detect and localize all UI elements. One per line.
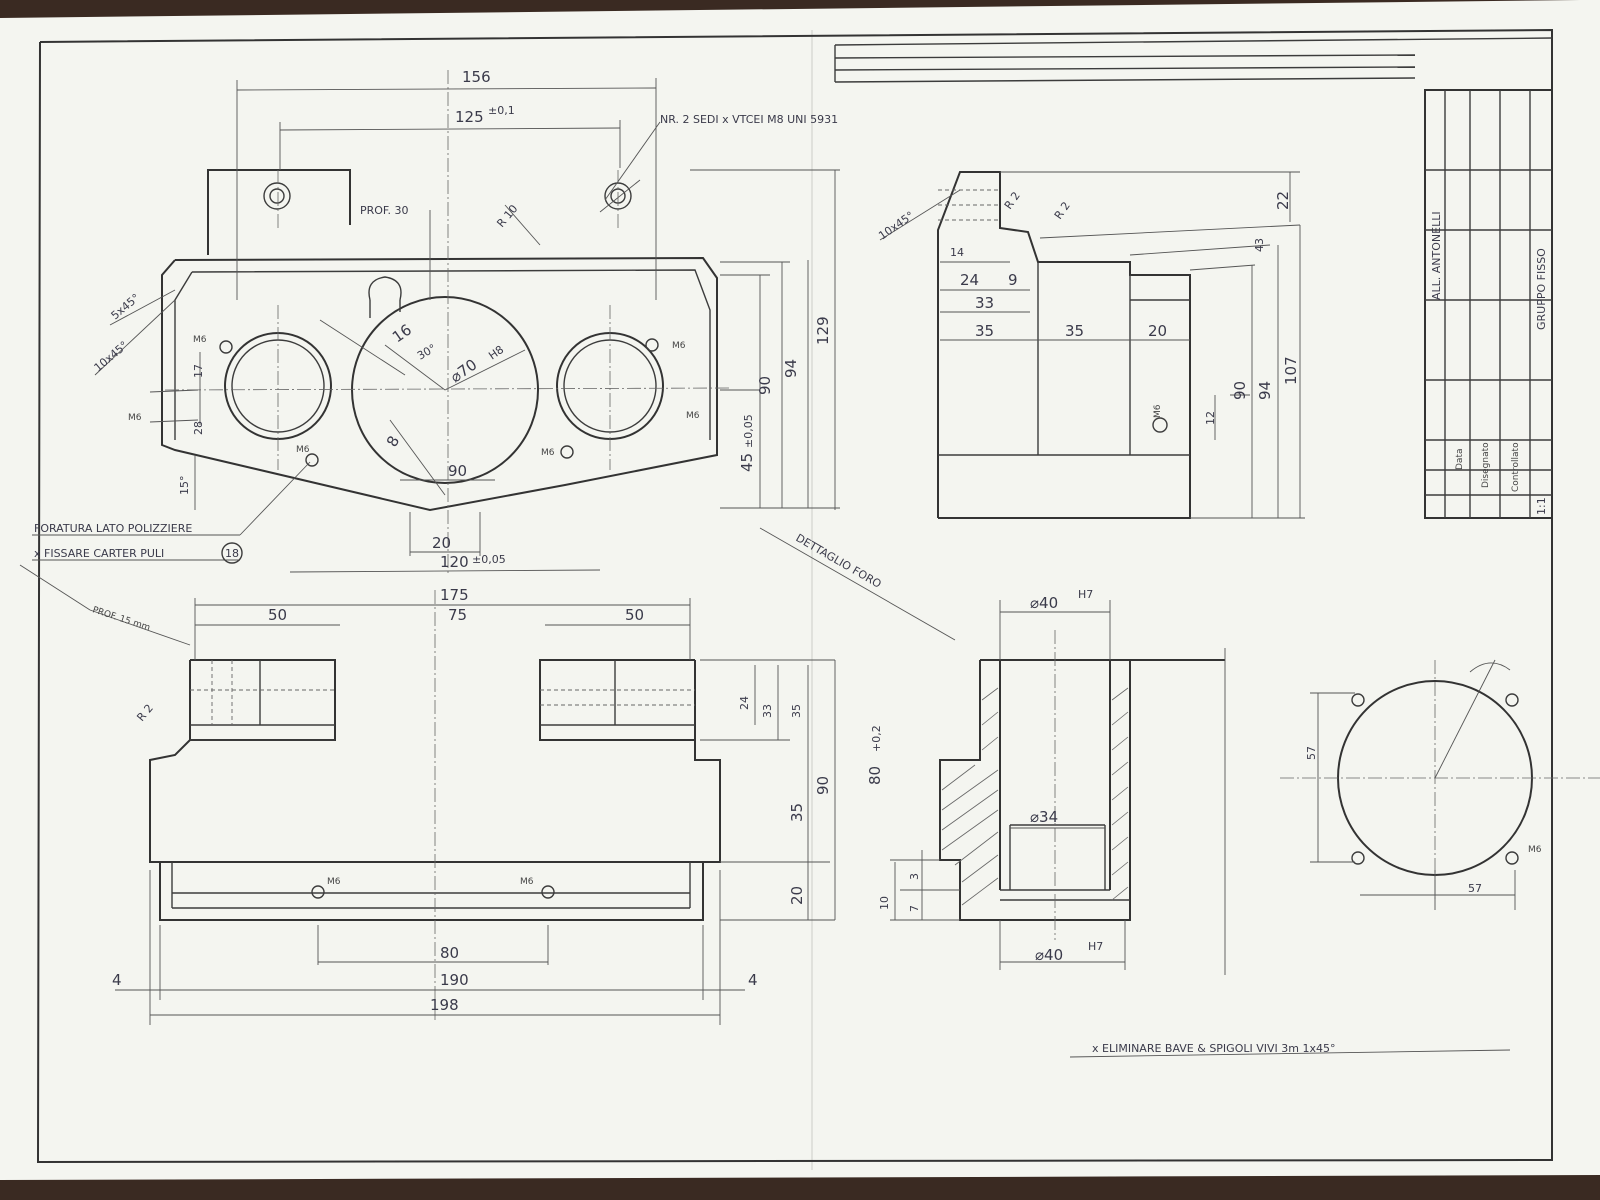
tol-80: +0,2 [870, 725, 883, 752]
dim-198: 198 [430, 996, 459, 1014]
dim-190: 190 [440, 971, 469, 989]
tol-120: ±0,05 [472, 553, 506, 566]
dim-90v: 90 [756, 376, 774, 395]
m6-label: M6 [1528, 845, 1542, 855]
m6-label: M6 [541, 448, 555, 458]
dim-57h: 57 [1468, 882, 1482, 895]
dia34: ⌀34 [1030, 808, 1058, 826]
title-block: ALL. ANTONELLI GRUPPO FISSO Data Disegna… [1424, 89, 1553, 519]
m6-label: M6 [672, 341, 686, 351]
side-d90: 90 [1231, 381, 1249, 400]
tol-bottom: H7 [1088, 940, 1103, 953]
title-scale: 1:1 [1535, 497, 1548, 515]
dim-50b: 50 [625, 606, 644, 624]
side-d24: 24 [960, 271, 979, 289]
note-general: x ELIMINARE BAVE & SPIGOLI VIVI 3m 1x45° [1092, 1042, 1335, 1055]
note-foratura-2: x FISSARE CARTER PULI [34, 547, 164, 560]
side-d14: 14 [950, 246, 964, 259]
general-note: x ELIMINARE BAVE & SPIGOLI VIVI 3m 1x45° [1069, 1042, 1511, 1058]
dim-10: 10 [878, 896, 891, 910]
dim-80h: 80 [440, 944, 459, 962]
dim-20v: 20 [788, 886, 806, 905]
dim-45: 45 [738, 453, 756, 472]
side-d12: 12 [1204, 411, 1217, 425]
dim-3: 3 [908, 873, 921, 880]
title-row-controllato: Controllato [1511, 442, 1521, 492]
side-d35b: 35 [1065, 322, 1084, 340]
dim-129: 129 [814, 316, 832, 345]
side-d33: 33 [975, 294, 994, 312]
m6-label: M6 [193, 335, 207, 345]
dim-15: 15° [178, 476, 191, 496]
side-d9: 9 [1008, 271, 1018, 289]
dim-20: 20 [432, 534, 451, 552]
detail-section-view: ⌀40 H7 ⌀34 ⌀40 H7 10 3 7 [878, 588, 1226, 975]
note-foratura-1: FORATURA LATO POLIZZIERE [34, 522, 192, 535]
dim-35: 35 [790, 704, 803, 718]
front-view: 156 125 ±0,1 NR. 2 SEDI x VTCEI M8 UNI 5… [32, 68, 840, 575]
dim-75: 75 [448, 606, 467, 624]
side-d94: 94 [1256, 381, 1274, 400]
dim-28: 28 [192, 421, 205, 435]
dim-120: 120 [440, 553, 469, 571]
dim-175: 175 [440, 586, 469, 604]
note-threaded-holes: NR. 2 SEDI x VTCEI M8 UNI 5931 [660, 113, 838, 126]
dia40-top: ⌀40 [1030, 594, 1058, 612]
dim-80: 80 [866, 766, 884, 785]
dim-17: 17 [192, 364, 205, 378]
dim-24: 24 [738, 696, 751, 710]
title-company: ALL. ANTONELLI [1430, 211, 1443, 300]
dim-35v: 35 [788, 803, 806, 822]
dim-125: 125 [455, 108, 484, 126]
title-name: GRUPPO FISSO [1535, 248, 1548, 330]
dim-90v-bottom: 90 [814, 776, 832, 795]
tol-125: ±0,1 [488, 104, 515, 117]
dia40-bottom: ⌀40 [1035, 946, 1063, 964]
side-d22: 22 [1274, 191, 1292, 210]
dim-4a: 4 [112, 971, 122, 989]
m6-label: M6 [296, 445, 310, 455]
m6-label: M6 [128, 413, 142, 423]
side-d20: 20 [1148, 322, 1167, 340]
dim-156: 156 [462, 68, 491, 86]
note-foratura-circle: 18 [225, 547, 239, 560]
bore-70 [351, 296, 539, 484]
title-row-data: Data [1455, 449, 1465, 471]
dim-4b: 4 [748, 971, 758, 989]
side-d43: 43 [1253, 238, 1266, 252]
m6-label: M6 [686, 411, 700, 421]
note-prof-30: PROF. 30 [360, 204, 409, 217]
side-view: 10x45° R 2 R 2 14 24 9 33 35 35 20 22 43… [876, 171, 1305, 519]
tol-top: H7 [1078, 588, 1093, 601]
dim-90: 90 [448, 462, 467, 480]
flange-circle-view: 57 57 M6 [1280, 659, 1600, 910]
side-d107: 107 [1282, 356, 1300, 385]
m6-label: M6 [327, 877, 341, 887]
sheet-border [36, 28, 1553, 1164]
dim-94v: 94 [782, 359, 800, 378]
m6-label: M6 [520, 877, 534, 887]
dim-57v: 57 [1305, 746, 1318, 760]
tol-45: ±0,05 [742, 414, 755, 448]
title-row-disegnato: Disegnato [1481, 442, 1491, 488]
section-hatch [941, 687, 1129, 906]
dim-33: 33 [761, 704, 774, 718]
side-m6: M6 [1153, 404, 1163, 418]
dim-7: 7 [908, 905, 921, 912]
side-d35a: 35 [975, 322, 994, 340]
dim-50a: 50 [268, 606, 287, 624]
